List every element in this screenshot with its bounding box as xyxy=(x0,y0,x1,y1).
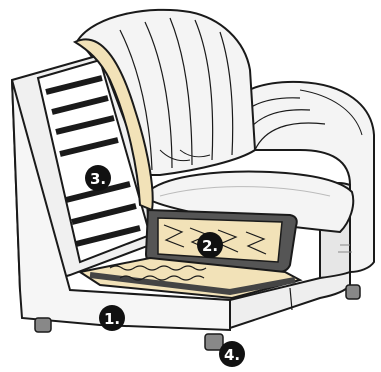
callout-frame-label: 1. xyxy=(104,310,120,328)
foot-back-right xyxy=(346,285,360,299)
callout-back-slats-label: 3. xyxy=(90,170,106,188)
callout-foot: 4. xyxy=(219,341,245,367)
callout-frame: 1. xyxy=(99,305,125,331)
foot-front-right xyxy=(205,334,223,350)
callout-seat-spring-unit: 2. xyxy=(197,232,223,258)
callout-back-slats: 3. xyxy=(85,165,111,191)
callout-foot-label: 4. xyxy=(224,346,240,364)
callout-seat-spring-unit-label: 2. xyxy=(202,237,218,255)
foot-front-left xyxy=(35,318,51,332)
